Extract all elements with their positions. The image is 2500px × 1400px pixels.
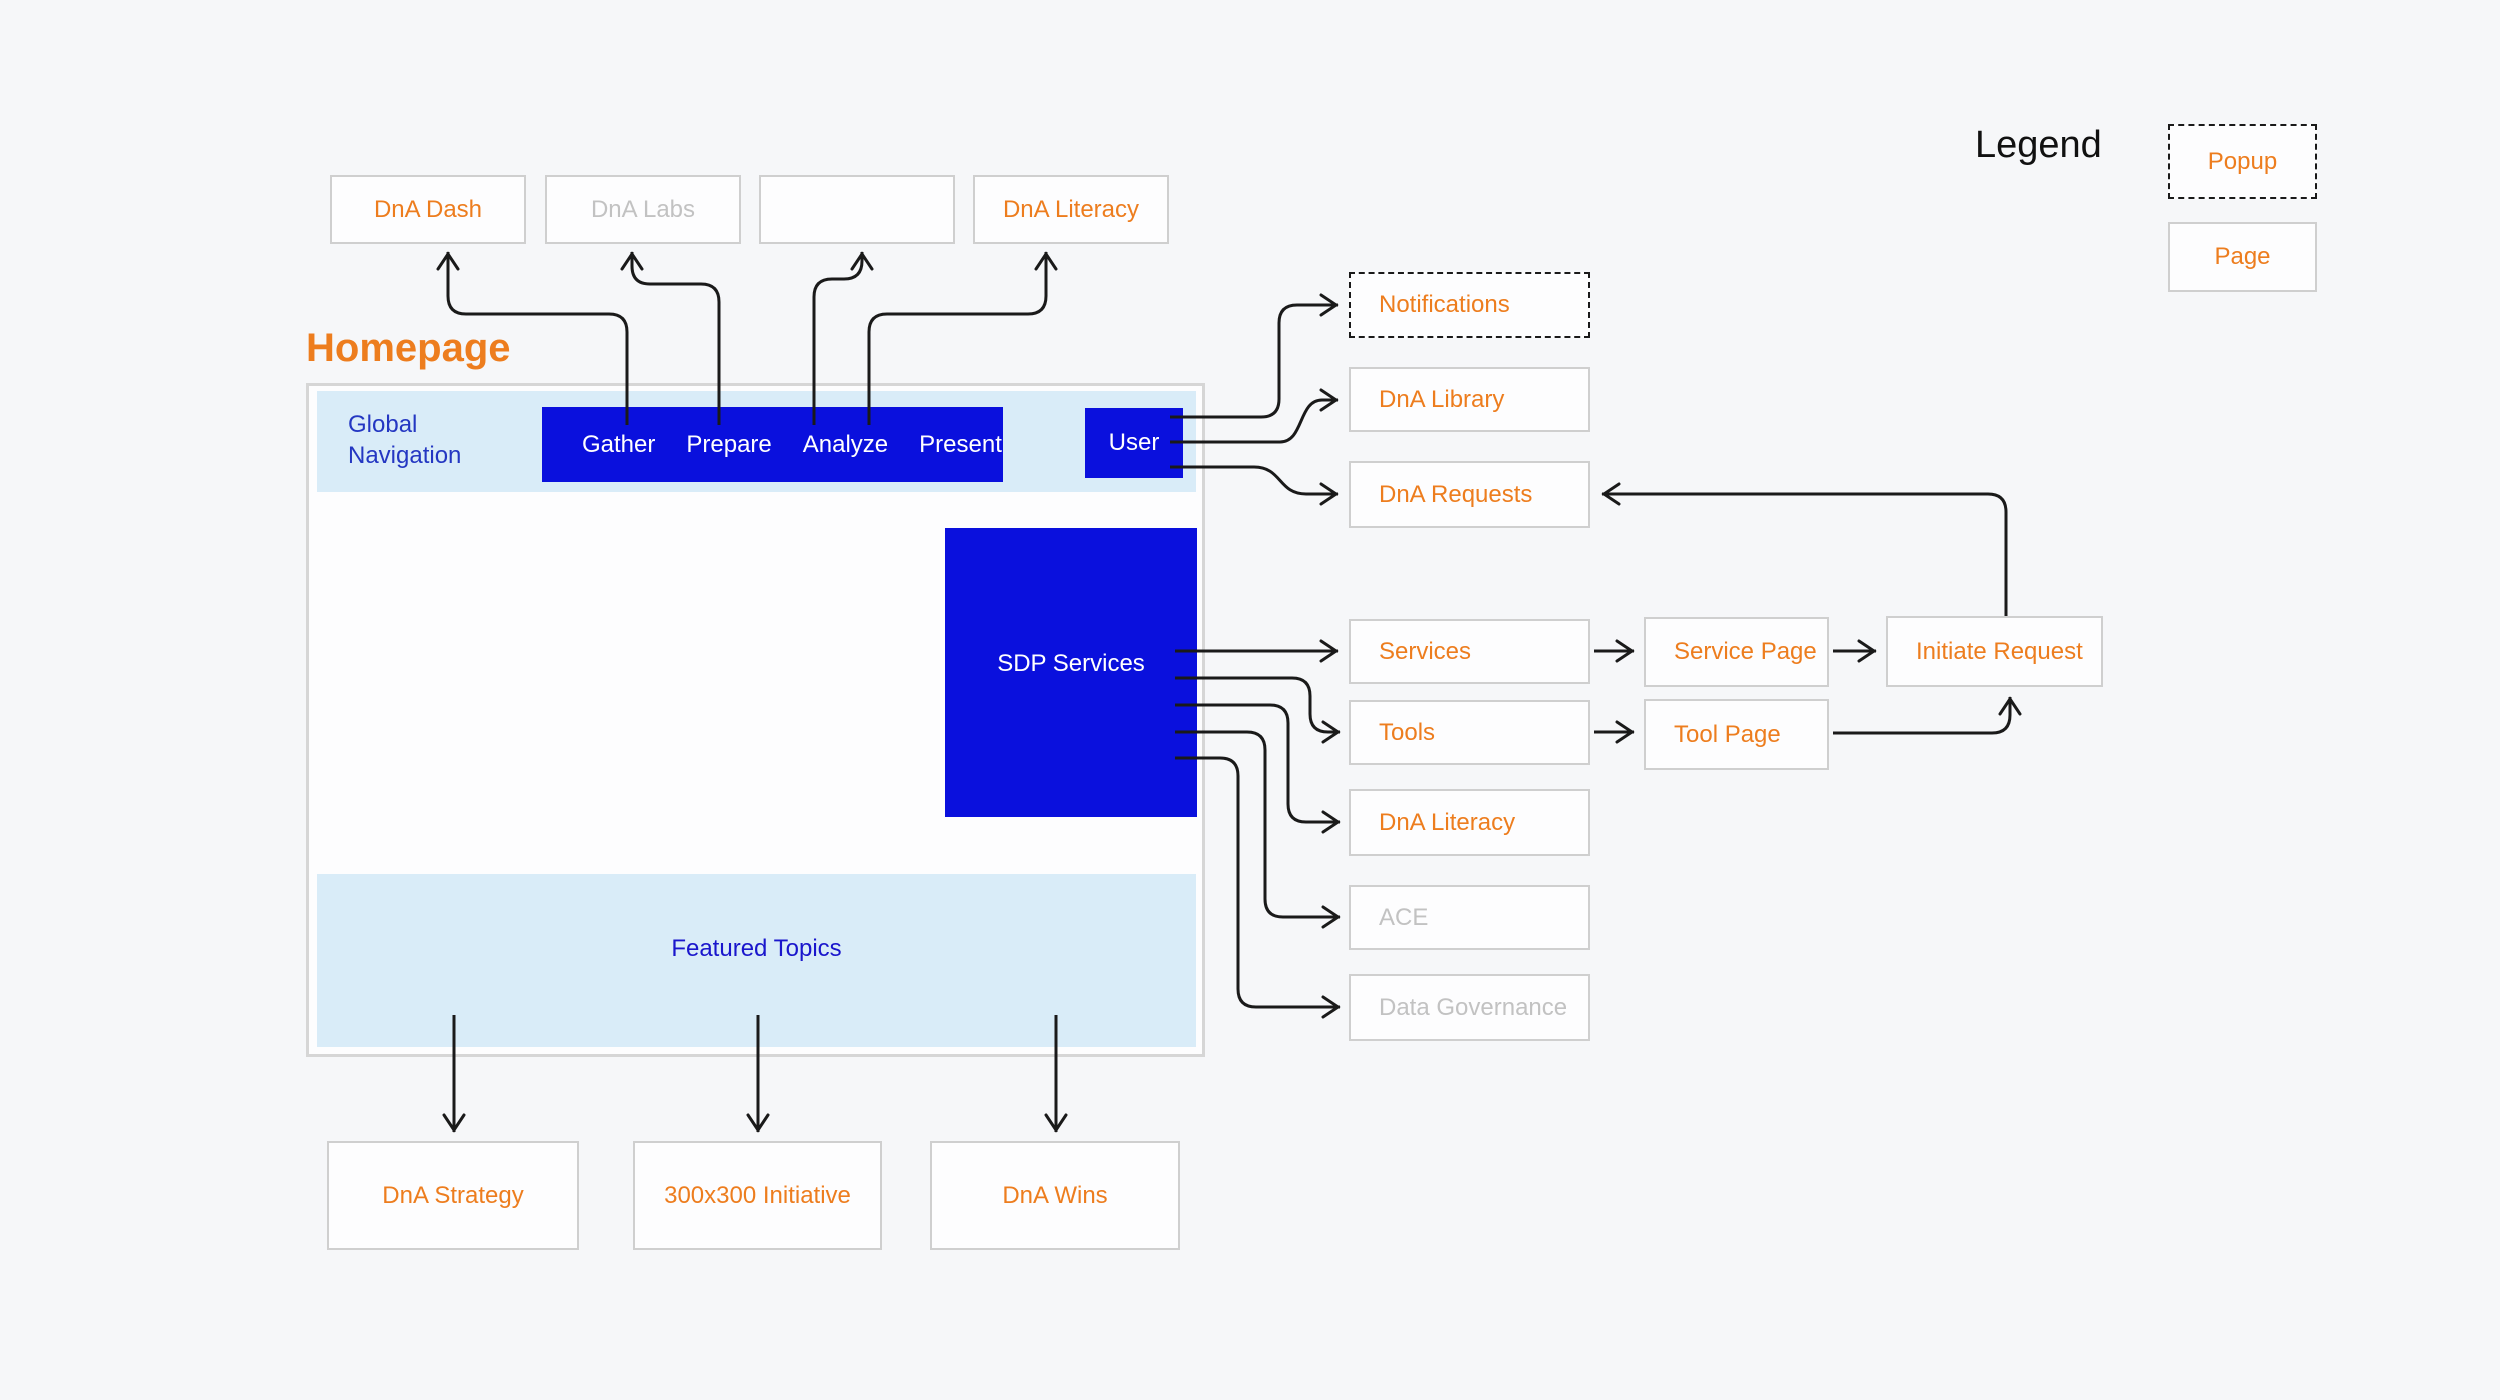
featured-topics-banner: Featured Topics	[317, 874, 1196, 1047]
node-label: Service Page	[1674, 638, 1817, 665]
node-dna-literacy-top: DnA Literacy	[973, 175, 1169, 244]
node-empty-page	[759, 175, 955, 244]
node-label: DnA Strategy	[382, 1181, 524, 1209]
node-label: DnA Literacy	[1002, 195, 1140, 223]
global-nav-label: Global Navigation	[348, 411, 462, 469]
node-label: DnA Labs	[590, 195, 696, 223]
node-dna-requests: DnA Requests	[1349, 461, 1590, 528]
node-label: ACE	[1379, 903, 1429, 931]
node-dna-strategy: DnA Strategy	[327, 1141, 579, 1250]
node-label: DnA Library	[1379, 385, 1505, 413]
legend-page-label: Page	[2214, 243, 2271, 270]
node-tools: Tools	[1349, 700, 1590, 765]
main-nav: Gather Prepare Analyze Present	[542, 407, 1003, 482]
node-service-page: Service Page	[1644, 617, 1829, 687]
node-label: 300x300 Initiative	[664, 1181, 851, 1209]
node-label: Notifications	[1379, 291, 1510, 318]
node-label: Tools	[1379, 718, 1436, 746]
user-box: User	[1085, 408, 1183, 478]
node-label: Services	[1379, 637, 1472, 665]
node-notifications: Notifications	[1349, 272, 1590, 338]
node-ace: ACE	[1349, 885, 1590, 950]
legend-page-sample: Page	[2168, 222, 2317, 292]
node-dna-library: DnA Library	[1349, 367, 1590, 432]
legend-popup-sample: Popup	[2168, 124, 2317, 199]
sdp-label: SDP Services	[997, 649, 1145, 677]
node-initiate-request: Initiate Request	[1886, 616, 2103, 687]
featured-topics-label: Featured Topics	[671, 934, 842, 962]
node-dna-wins: DnA Wins	[930, 1141, 1180, 1250]
node-dna-dash: DnA Dash	[330, 175, 526, 244]
node-label: Initiate Request	[1916, 637, 2083, 665]
node-tool-page: Tool Page	[1644, 699, 1829, 770]
node-data-governance: Data Governance	[1349, 974, 1590, 1041]
node-label: Data Governance	[1379, 993, 1568, 1021]
node-services: Services	[1349, 619, 1590, 684]
node-label: Tool Page	[1674, 720, 1781, 748]
sdp-services-box: SDP Services	[945, 528, 1197, 817]
nav-item-gather: Gather	[582, 430, 656, 458]
arrow-tool-page-to-initiate-request	[1833, 696, 2022, 735]
nav-item-present: Present	[919, 430, 1002, 458]
legend-title: Legend	[1975, 124, 2102, 166]
user-label: User	[1108, 429, 1160, 456]
node-dna-literacy: DnA Literacy	[1349, 789, 1590, 856]
node-label: DnA Wins	[1002, 1181, 1108, 1209]
legend-popup-label: Popup	[2207, 147, 2278, 175]
arrow-initiate-request-to-dna-requests	[1601, 482, 2008, 616]
node-label: DnA Literacy	[1379, 808, 1516, 836]
nav-item-analyze: Analyze	[802, 430, 889, 458]
node-dna-labs: DnA Labs	[545, 175, 741, 244]
node-300x300-initiative: 300x300 Initiative	[633, 1141, 882, 1250]
node-label: DnA Requests	[1379, 480, 1533, 508]
nav-item-prepare: Prepare	[686, 430, 772, 458]
node-label: DnA Dash	[373, 195, 483, 223]
homepage-title: Homepage	[306, 326, 511, 370]
